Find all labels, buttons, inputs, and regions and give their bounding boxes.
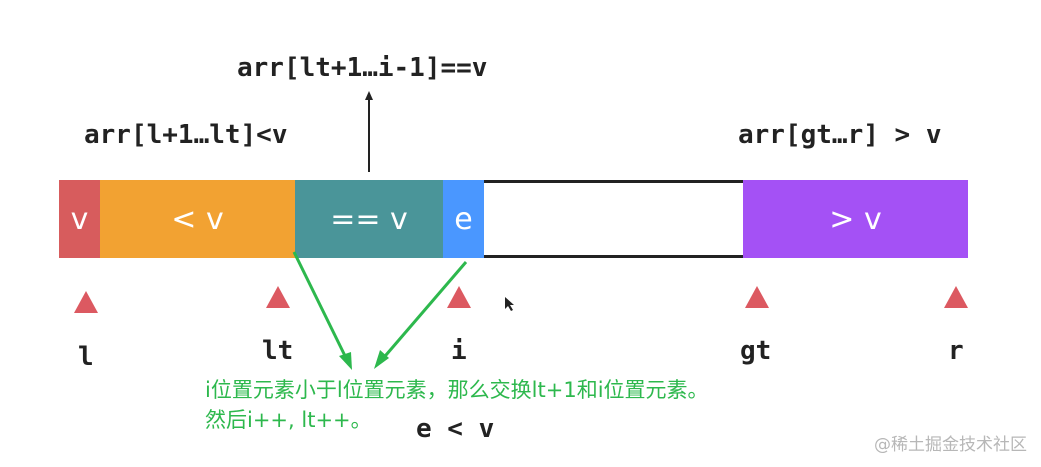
- swap-arrow-from-i: [378, 261, 468, 363]
- index-i: i: [451, 336, 467, 366]
- condition-label: e < v: [416, 414, 495, 444]
- segment-less-than: < v: [100, 180, 295, 258]
- note-line-2: 然后i++, lt++。: [205, 408, 372, 432]
- index-l: l: [78, 342, 94, 372]
- swap-arrow-from-lt: [292, 251, 351, 365]
- segment-greater-than: > v: [743, 180, 968, 258]
- marker-i: [447, 286, 471, 308]
- marker-l: [74, 291, 98, 313]
- gt-range-label: arr[gt…r] > v: [738, 120, 942, 150]
- lt-range-label: arr[l+1…lt]<v: [84, 120, 288, 150]
- marker-gt: [745, 286, 769, 308]
- marker-lt: [266, 286, 290, 308]
- index-lt: lt: [262, 336, 294, 366]
- segment-unprocessed: [484, 180, 743, 258]
- segment-equal: == v: [295, 180, 443, 258]
- segment-e: e: [443, 180, 484, 258]
- marker-r: [944, 286, 968, 308]
- index-r: r: [948, 336, 964, 366]
- index-gt: gt: [740, 336, 772, 366]
- segment-v: v: [59, 180, 100, 258]
- cursor-icon: [505, 297, 514, 311]
- eq-range-label: arr[lt+1…i-1]==v: [237, 53, 488, 83]
- watermark: @稀土掘金技术社区: [874, 435, 1027, 455]
- swap-arrow-from-i-head: [374, 350, 389, 369]
- swap-arrow-from-lt-head: [339, 352, 352, 370]
- note-line-1: i位置元素小于l位置元素，那么交换lt+1和i位置元素。: [205, 378, 709, 402]
- pointer-arrow-head: [365, 91, 373, 100]
